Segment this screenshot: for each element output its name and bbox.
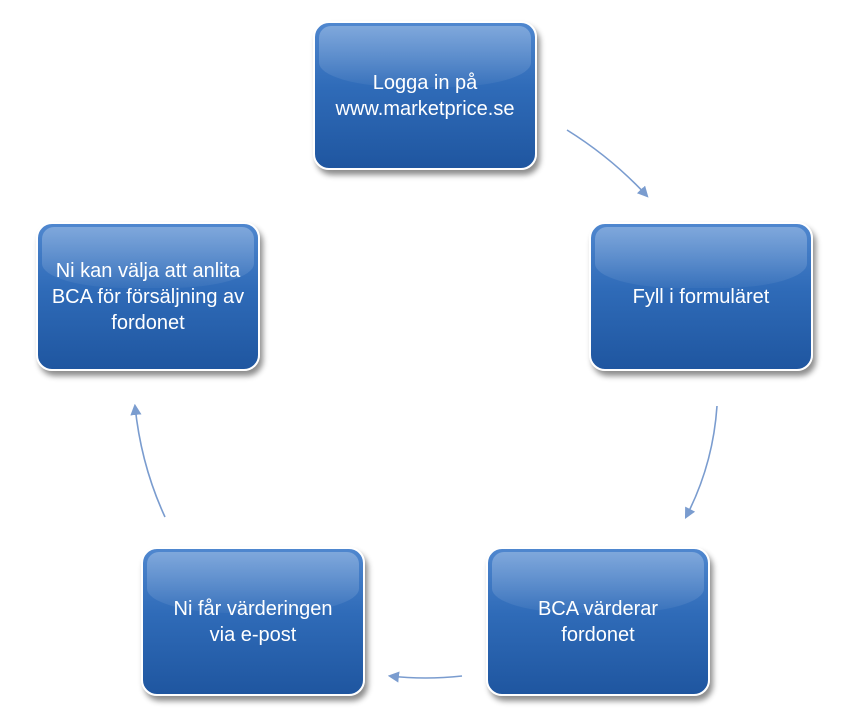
step-label-hire-bca: Ni kan välja att anlita BCA för försäljn… [51, 259, 245, 334]
step-node-hire-bca: Ni kan välja att anlita BCA för försäljn… [36, 222, 260, 371]
connector-arrow-2-to-3 [684, 405, 718, 519]
step-label-login: Logga in på www.marketprice.se [335, 71, 515, 120]
step-node-fill-form: Fyll i formuläret [589, 222, 813, 371]
connector-arrow-4-to-5 [130, 403, 166, 518]
step-label-fill-form: Fyll i formuläret [632, 285, 770, 308]
step-node-email-valuation: Ni får värderingen via e-post [141, 547, 365, 696]
step-label-email-valuation: Ni får värderingen via e-post [173, 597, 333, 646]
connector-arrow-3-to-4 [387, 671, 463, 683]
connector-arrow-1-to-2 [566, 129, 649, 198]
step-node-login: Logga in på www.marketprice.se [313, 21, 537, 170]
step-node-bca-valuation: BCA värderar fordonet [486, 547, 710, 696]
step-label-bca-valuation: BCA värderar fordonet [537, 597, 659, 646]
